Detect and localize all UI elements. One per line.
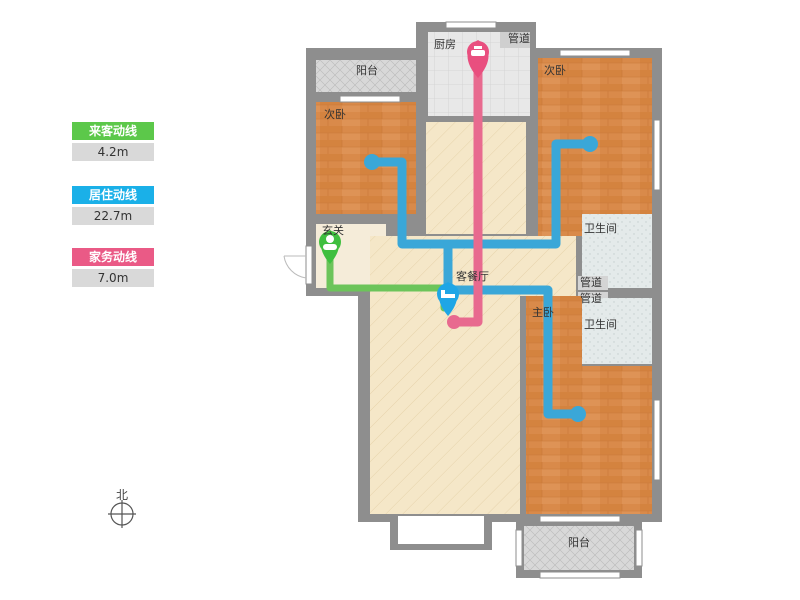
- legend-chore: 家务动线 7.0m: [72, 248, 154, 287]
- resident-path-end-2: [582, 136, 598, 152]
- label-pipe-mid-2: 管道: [580, 291, 602, 305]
- compass-label: 北: [116, 488, 129, 502]
- label-pipe-mid-1: 管道: [580, 275, 602, 289]
- chore-path: [449, 65, 483, 327]
- master-bedroom-upper-floor: [526, 296, 582, 366]
- living-balcony-floor: [398, 516, 484, 544]
- chore-marker-icon: [467, 40, 489, 78]
- legend-guest: 来客动线 4.2m: [72, 122, 154, 161]
- pipe-mid-1: [578, 276, 608, 290]
- label-pipe-top: 管道: [508, 31, 530, 45]
- pipe-top: [500, 32, 530, 48]
- guest-marker-icon: [319, 230, 341, 264]
- legend-resident-value: 22.7m: [72, 207, 154, 225]
- outside-cut: [306, 296, 358, 522]
- resident-marker-icon: [437, 282, 459, 316]
- wall-left-lower: [358, 296, 370, 522]
- legend-chore-value: 7.0m: [72, 269, 154, 287]
- label-living-dining: 客餐厅: [456, 269, 489, 283]
- legend-resident: 居住动线 22.7m: [72, 186, 154, 225]
- label-bedroom-top-right: 次卧: [544, 63, 566, 77]
- legend-chore-title: 家务动线: [72, 248, 154, 266]
- label-entrance: 玄关: [322, 223, 344, 237]
- resident-path-end-3: [570, 406, 586, 422]
- label-bath-1: 卫生间: [584, 221, 617, 235]
- legend-guest-value: 4.2m: [72, 143, 154, 161]
- bath-1-floor: [582, 214, 652, 288]
- legend-guest-title: 来客动线: [72, 122, 154, 140]
- label-bath-2: 卫生间: [584, 317, 617, 331]
- label-balcony-top: 阳台: [356, 63, 378, 77]
- balcony-bottom-floor: [524, 526, 634, 570]
- label-master-bedroom: 主卧: [532, 306, 554, 319]
- balcony-top-floor: [316, 60, 416, 92]
- compass-icon: [108, 500, 136, 528]
- entrance-door-swing: [283, 255, 307, 279]
- label-balcony-bottom: 阳台: [568, 535, 590, 549]
- label-kitchen: 厨房: [434, 38, 456, 51]
- label-bedroom-top-left: 次卧: [324, 107, 346, 121]
- resident-path-end-1: [364, 154, 380, 170]
- chore-path-end: [447, 315, 461, 329]
- legend-resident-title: 居住动线: [72, 186, 154, 204]
- bath-2-floor: [582, 298, 652, 364]
- windows: [305, 21, 661, 579]
